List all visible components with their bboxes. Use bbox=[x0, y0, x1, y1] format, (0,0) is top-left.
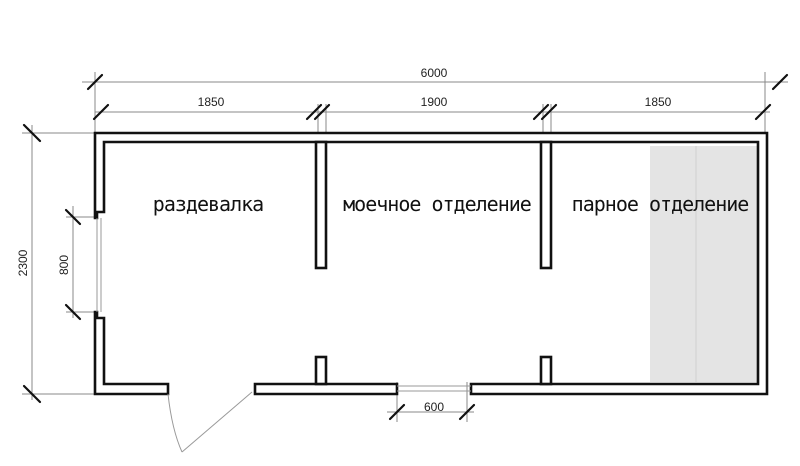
dim-door: 600 bbox=[424, 400, 444, 414]
dim-segment-3: 1850 bbox=[645, 95, 672, 109]
inner-door bbox=[397, 385, 471, 392]
dim-segment-2: 1900 bbox=[421, 95, 448, 109]
room-label-changing: раздевалка bbox=[153, 192, 263, 216]
steam-shelf-area bbox=[650, 146, 760, 382]
dim-height: 2300 bbox=[16, 249, 30, 276]
window bbox=[96, 218, 102, 312]
dim-window: 800 bbox=[57, 255, 71, 275]
dim-segment-1: 1850 bbox=[198, 95, 225, 109]
room-label-washing: моечное отделение bbox=[343, 192, 531, 216]
dim-total-width: 6000 bbox=[421, 66, 448, 80]
entrance-door bbox=[167, 391, 253, 453]
room-label-steam: парное отделение bbox=[572, 192, 749, 216]
dimension-lines bbox=[22, 72, 788, 422]
dimension-ticks bbox=[22, 73, 789, 421]
